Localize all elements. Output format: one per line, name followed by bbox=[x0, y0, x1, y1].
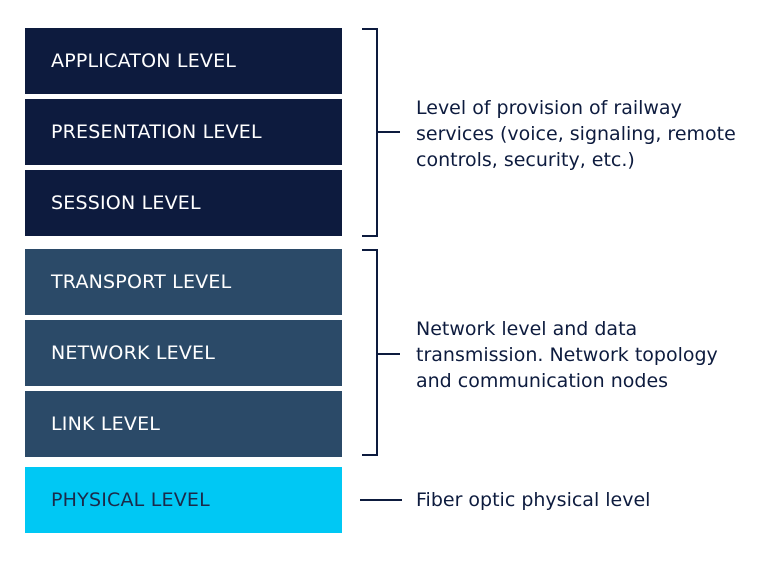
layer-presentation: PRESENTATION LEVEL bbox=[25, 99, 342, 165]
upper-group-description: Level of provision of railway services (… bbox=[416, 97, 736, 171]
upper-group-bracket bbox=[362, 28, 378, 237]
layer-link-label: LINK LEVEL bbox=[51, 413, 161, 435]
physical-connector bbox=[360, 499, 402, 501]
middle-group-connector bbox=[378, 353, 400, 355]
layer-presentation-label: PRESENTATION LEVEL bbox=[51, 121, 262, 143]
layer-application-label: APPLICATON LEVEL bbox=[51, 50, 237, 72]
middle-group-bracket bbox=[362, 249, 378, 456]
layer-link: LINK LEVEL bbox=[25, 391, 342, 457]
layer-network-label: NETWORK LEVEL bbox=[51, 342, 216, 364]
layer-network: NETWORK LEVEL bbox=[25, 320, 342, 386]
layer-session-label: SESSION LEVEL bbox=[51, 192, 201, 214]
layer-session: SESSION LEVEL bbox=[25, 170, 342, 236]
layer-transport: TRANSPORT LEVEL bbox=[25, 249, 342, 315]
upper-group-connector bbox=[378, 131, 400, 133]
layer-physical-label: PHYSICAL LEVEL bbox=[51, 489, 210, 511]
physical-description: Fiber optic physical level bbox=[416, 489, 651, 511]
middle-group-description: Network level and data transmission. Net… bbox=[416, 318, 718, 392]
layer-application: APPLICATON LEVEL bbox=[25, 28, 342, 94]
layer-transport-label: TRANSPORT LEVEL bbox=[51, 271, 232, 293]
layer-physical: PHYSICAL LEVEL bbox=[25, 467, 342, 533]
